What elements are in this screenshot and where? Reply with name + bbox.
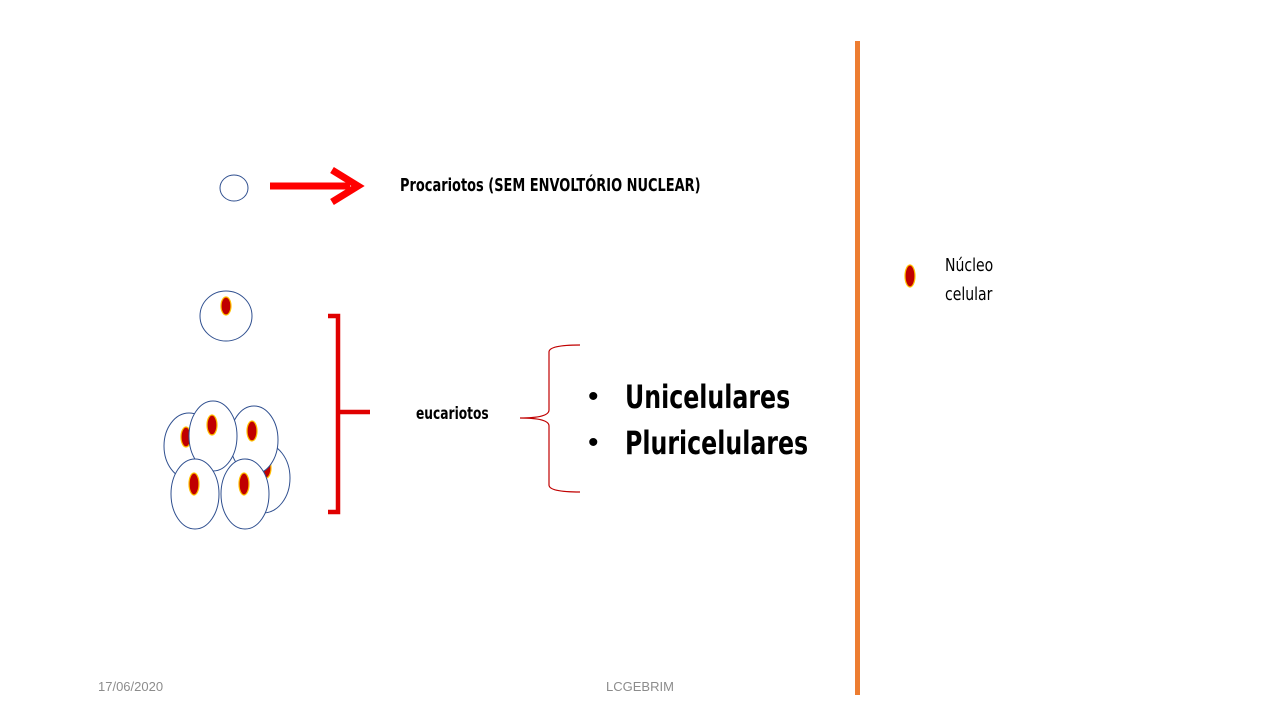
cell-type-pluricelulares: Pluricelulares	[625, 424, 809, 462]
arrow-right-icon	[270, 167, 365, 205]
nucleus	[220, 296, 232, 316]
vertical-divider	[855, 41, 860, 695]
bullet-icon: •	[588, 426, 599, 459]
cell-types-brace	[519, 344, 581, 493]
bullet-icon: •	[588, 380, 599, 413]
eucariotos-label: eucariotos	[416, 404, 489, 424]
unicellular-eukaryote-cell	[199, 290, 253, 342]
footer-author: LCGEBRIM	[606, 679, 674, 694]
prokaryote-cell	[219, 174, 249, 202]
multicellular-eukaryote-cluster	[163, 400, 291, 530]
footer-date: 17/06/2020	[98, 679, 164, 694]
legend-nucleus-icon	[904, 264, 916, 288]
legend-label: Núcleo celular	[945, 255, 994, 305]
procariotos-label: Procariotos (SEM ENVOLTÓRIO NUCLEAR)	[400, 175, 701, 196]
eukaryote-bracket	[328, 313, 370, 515]
cell-type-unicelulares: Unicelulares	[625, 378, 791, 416]
